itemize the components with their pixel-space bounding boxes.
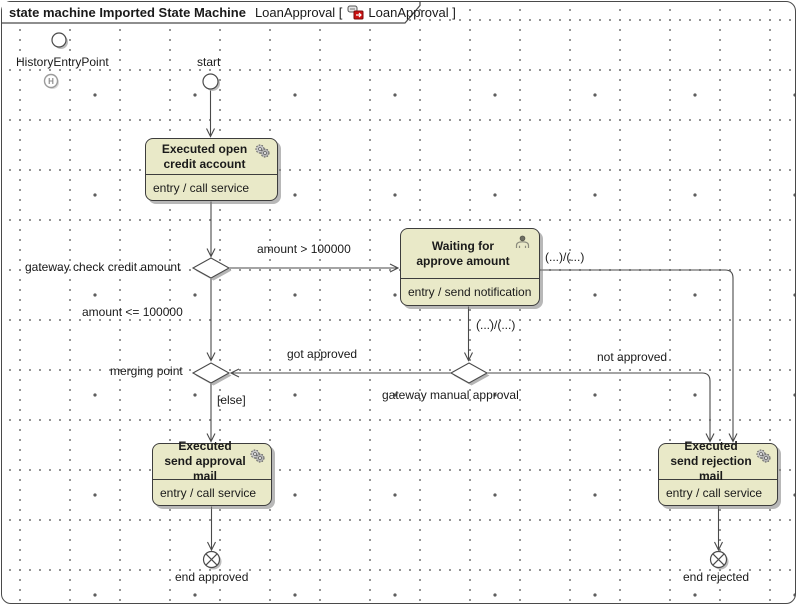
state-title: Executed open credit account (161, 141, 248, 171)
start-label[interactable]: start (197, 55, 221, 69)
guard-amount-gt-label[interactable]: amount > 100000 (257, 242, 351, 256)
transition-got-approved-to-merging[interactable] (229, 368, 451, 378)
person-icon (514, 235, 531, 250)
state-entry-activity: entry / call service (146, 174, 277, 200)
guard-got-approved-label[interactable]: got approved (287, 347, 358, 361)
state-title: Waiting for approve amount (416, 238, 510, 268)
shallow-history-icon[interactable]: H (43, 73, 60, 90)
guard-amount-le-label[interactable]: amount <= 100000 (82, 305, 183, 319)
gateway-check-credit-node[interactable] (191, 257, 232, 281)
end-rejected-label[interactable]: end rejected (683, 570, 750, 584)
state-entry-activity: entry / send notification (401, 278, 539, 305)
gears-icon (754, 448, 773, 464)
transition-open-credit-to-gateway[interactable] (206, 201, 216, 258)
effect-right-label[interactable]: (...)/(...) (545, 250, 585, 264)
merging-point-node[interactable] (191, 362, 232, 386)
transition-start-to-open-credit[interactable] (206, 89, 215, 138)
entry-point-node[interactable] (51, 32, 68, 49)
end-approved-node[interactable] (202, 550, 222, 570)
state-open-credit-account[interactable]: Executed open credit account entry / cal… (145, 138, 278, 201)
transition-rejection-mail-to-end[interactable] (714, 506, 723, 552)
guard-not-approved-label[interactable]: not approved (597, 350, 668, 364)
gateway-manual-approval-node[interactable] (449, 362, 490, 386)
transition-amount-le-to-merging[interactable] (206, 278, 216, 362)
merging-point-label[interactable]: merging point (110, 364, 183, 378)
heading-keyword: state machine Imported State Machine (9, 5, 246, 20)
gears-icon (248, 448, 267, 464)
transition-approval-mail-to-end[interactable] (207, 506, 216, 552)
gateway-manual-approval-label[interactable]: gateway manual approval (382, 388, 519, 402)
effect-down-label[interactable]: (...)/(...) (476, 318, 516, 332)
history-entry-point-label[interactable]: HistoryEntryPoint (16, 55, 109, 69)
state-waiting-approve-amount[interactable]: Waiting for approve amount entry / send … (400, 228, 540, 306)
state-title: Executed send rejection mail (670, 439, 752, 483)
transition-waiting-to-manual-gateway[interactable] (464, 306, 473, 362)
end-rejected-node[interactable] (709, 550, 729, 570)
state-send-approval-mail[interactable]: Executed send approval mail entry / call… (152, 439, 272, 506)
frame-heading-tab (2, 2, 421, 24)
frame-heading: state machine Imported State Machine Loa… (2, 2, 456, 23)
end-approved-label[interactable]: end approved (175, 570, 249, 584)
state-entry-activity: entry / call service (153, 479, 271, 505)
state-send-rejection-mail[interactable]: Executed send rejection mail entry / cal… (658, 439, 778, 506)
state-machine-diagram-icon (347, 5, 364, 20)
heading-diagram-name: LoanApproval ] (368, 5, 456, 20)
transition-waiting-effect-to-rejection[interactable] (540, 269, 738, 443)
gateway-check-credit-label[interactable]: gateway check credit amount (25, 260, 181, 274)
state-title: Executed send approval mail (164, 439, 246, 483)
svg-text:H: H (48, 77, 54, 86)
guard-else-label[interactable]: [else] (217, 393, 246, 407)
transition-not-approved-to-rejection[interactable] (487, 372, 715, 443)
heading-machine-name: LoanApproval [ (254, 5, 343, 20)
gears-icon (253, 143, 272, 159)
start-node[interactable] (202, 73, 220, 91)
transition-else-to-approval-mail[interactable] (206, 383, 216, 443)
state-entry-activity: entry / call service (659, 479, 777, 505)
transition-amount-gt-to-waiting[interactable] (229, 263, 400, 273)
